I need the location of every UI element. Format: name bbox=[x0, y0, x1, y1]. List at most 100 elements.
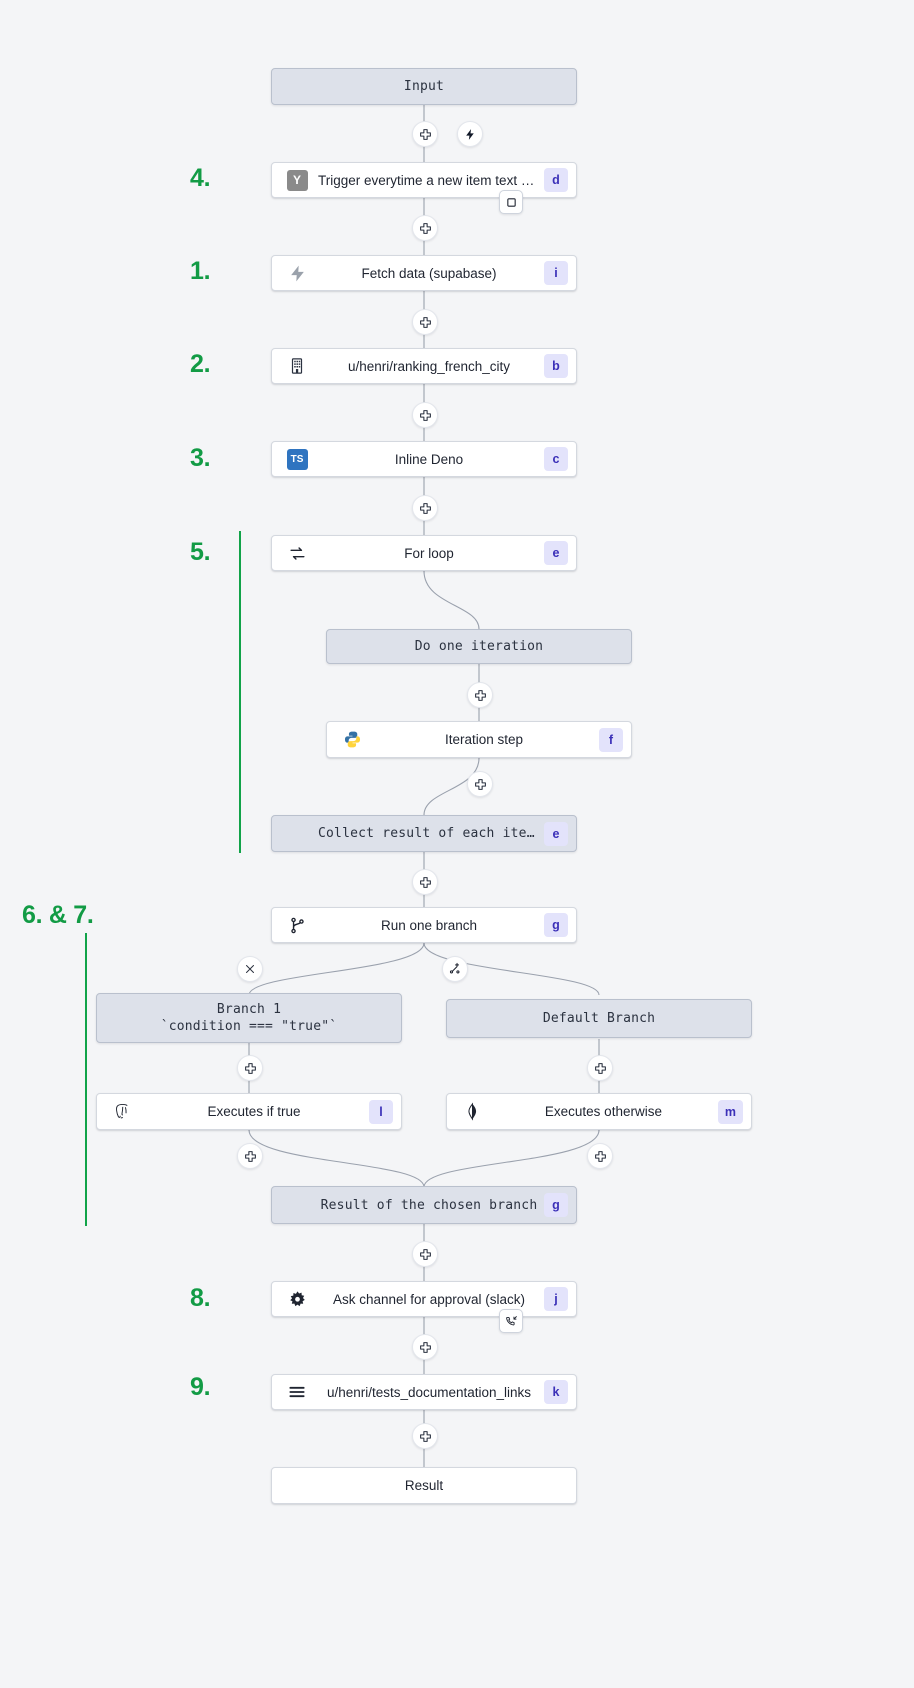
node-for-loop[interactable]: For loop e bbox=[271, 535, 577, 571]
plus-icon bbox=[474, 778, 486, 790]
step-number-5: 5. bbox=[190, 538, 211, 566]
add-branch-button[interactable] bbox=[442, 956, 468, 982]
node-branch-1-label: Branch 1 `condition === "true"` bbox=[160, 1002, 338, 1034]
stop-trigger-button[interactable] bbox=[499, 190, 523, 214]
node-collect-result-badge: e bbox=[544, 821, 568, 846]
node-input-label: Input bbox=[403, 79, 445, 94]
node-ranking-french-city-badge: b bbox=[544, 354, 568, 378]
building-icon bbox=[280, 357, 314, 375]
branch-bracket bbox=[85, 933, 87, 1226]
step-number-1: 1. bbox=[190, 257, 211, 285]
node-ask-approval-badge: j bbox=[544, 1287, 568, 1311]
supabase-icon bbox=[280, 264, 314, 283]
python-icon bbox=[335, 730, 369, 749]
plus-icon bbox=[419, 409, 431, 421]
postgres-icon bbox=[105, 1102, 139, 1121]
node-ranking-french-city-label: u/henri/ranking_french_city bbox=[347, 358, 511, 374]
node-tests-documentation-links-badge: k bbox=[544, 1380, 568, 1404]
node-trigger-badge: d bbox=[544, 168, 568, 192]
node-run-one-branch-badge: g bbox=[544, 913, 568, 937]
lightning-icon bbox=[465, 128, 474, 140]
node-trigger[interactable]: Y Trigger everytime a new item text o… d bbox=[271, 162, 577, 198]
node-fetch-data[interactable]: Fetch data (supabase) i bbox=[271, 255, 577, 291]
plus-icon bbox=[419, 1248, 431, 1260]
step-number-3: 3. bbox=[190, 444, 211, 472]
node-for-loop-label: For loop bbox=[404, 545, 454, 561]
node-ranking-french-city[interactable]: u/henri/ranking_french_city b bbox=[271, 348, 577, 384]
insert-node-button-15[interactable] bbox=[412, 1423, 438, 1449]
node-executes-otherwise-label: Executes otherwise bbox=[544, 1104, 662, 1119]
node-chosen-branch-result-badge: g bbox=[544, 1193, 568, 1217]
yaml-icon: Y bbox=[280, 169, 314, 191]
insert-node-button-2[interactable] bbox=[412, 215, 438, 241]
plus-icon bbox=[244, 1150, 256, 1162]
add-branch-icon bbox=[449, 962, 460, 974]
insert-node-button-13[interactable] bbox=[412, 1241, 438, 1267]
node-executes-if-true[interactable]: Executes if true l bbox=[96, 1093, 402, 1130]
insert-node-button-1[interactable] bbox=[412, 121, 438, 147]
step-number-8: 8. bbox=[190, 1284, 211, 1312]
node-executes-otherwise[interactable]: Executes otherwise m bbox=[446, 1093, 752, 1130]
node-run-one-branch-label: Run one branch bbox=[380, 917, 478, 933]
insert-node-button-9[interactable] bbox=[237, 1055, 263, 1081]
node-chosen-branch-result[interactable]: Result of the chosen branch g bbox=[271, 1186, 577, 1224]
plus-icon bbox=[594, 1062, 606, 1074]
node-chosen-branch-result-label: Result of the chosen branch bbox=[320, 1197, 538, 1213]
insert-node-button-14[interactable] bbox=[412, 1334, 438, 1360]
node-iteration-step[interactable]: Iteration step f bbox=[326, 721, 632, 758]
square-icon bbox=[506, 197, 516, 207]
node-input[interactable]: Input bbox=[271, 68, 577, 105]
plus-icon bbox=[419, 316, 431, 328]
delete-branch-button[interactable] bbox=[237, 956, 263, 982]
node-executes-if-true-badge: l bbox=[369, 1099, 393, 1124]
node-collect-result[interactable]: Collect result of each iteration e bbox=[271, 815, 577, 852]
node-executes-otherwise-badge: m bbox=[717, 1099, 743, 1124]
insert-node-button-12[interactable] bbox=[587, 1143, 613, 1169]
typescript-icon: TS bbox=[280, 448, 314, 470]
node-inline-deno-label: Inline Deno bbox=[394, 451, 464, 467]
node-for-loop-badge: e bbox=[544, 541, 568, 565]
node-inline-deno[interactable]: TS Inline Deno c bbox=[271, 441, 577, 477]
insert-node-button-5[interactable] bbox=[412, 495, 438, 521]
insert-node-button-6[interactable] bbox=[467, 682, 493, 708]
node-ask-approval-label: Ask channel for approval (slack) bbox=[332, 1291, 526, 1307]
node-iteration-step-badge: f bbox=[599, 727, 623, 752]
close-icon bbox=[246, 965, 254, 973]
plus-icon bbox=[419, 1430, 431, 1442]
plus-icon bbox=[419, 128, 431, 140]
node-result-label: Result bbox=[404, 1478, 444, 1493]
node-tests-documentation-links[interactable]: u/henri/tests_documentation_links k bbox=[271, 1374, 577, 1410]
insert-node-button-3[interactable] bbox=[412, 309, 438, 335]
node-ask-approval[interactable]: Ask channel for approval (slack) j bbox=[271, 1281, 577, 1317]
node-result[interactable]: Result bbox=[271, 1467, 577, 1504]
list-icon bbox=[280, 1382, 314, 1402]
insert-node-button-10[interactable] bbox=[587, 1055, 613, 1081]
node-trigger-label: Trigger everytime a new item text o… bbox=[318, 172, 542, 188]
step-number-2: 2. bbox=[190, 350, 211, 378]
loop-bracket bbox=[239, 531, 241, 853]
node-fetch-data-badge: i bbox=[544, 261, 568, 285]
trigger-button[interactable] bbox=[457, 121, 483, 147]
insert-node-button-4[interactable] bbox=[412, 402, 438, 428]
plus-icon bbox=[419, 222, 431, 234]
node-run-one-branch[interactable]: Run one branch g bbox=[271, 907, 577, 943]
plus-icon bbox=[474, 689, 486, 701]
node-branch-1[interactable]: Branch 1 `condition === "true"` bbox=[96, 993, 402, 1043]
plus-icon bbox=[419, 1341, 431, 1353]
gear-icon bbox=[280, 1290, 314, 1309]
insert-node-button-11[interactable] bbox=[237, 1143, 263, 1169]
node-inline-deno-badge: c bbox=[544, 447, 568, 471]
node-do-one-iteration-label: Do one iteration bbox=[414, 639, 544, 654]
node-default-branch[interactable]: Default Branch bbox=[446, 999, 752, 1038]
approval-callback-button[interactable] bbox=[499, 1309, 523, 1333]
node-do-one-iteration[interactable]: Do one iteration bbox=[326, 629, 632, 664]
node-executes-if-true-label: Executes if true bbox=[207, 1104, 301, 1119]
insert-node-button-7[interactable] bbox=[467, 771, 493, 797]
branch-icon bbox=[280, 916, 314, 935]
insert-node-button-8[interactable] bbox=[412, 869, 438, 895]
node-tests-documentation-links-label: u/henri/tests_documentation_links bbox=[326, 1384, 532, 1400]
plus-icon bbox=[244, 1062, 256, 1074]
node-default-branch-label: Default Branch bbox=[542, 1011, 656, 1026]
node-collect-result-label: Collect result of each iteration bbox=[318, 826, 544, 841]
plus-icon bbox=[419, 502, 431, 514]
